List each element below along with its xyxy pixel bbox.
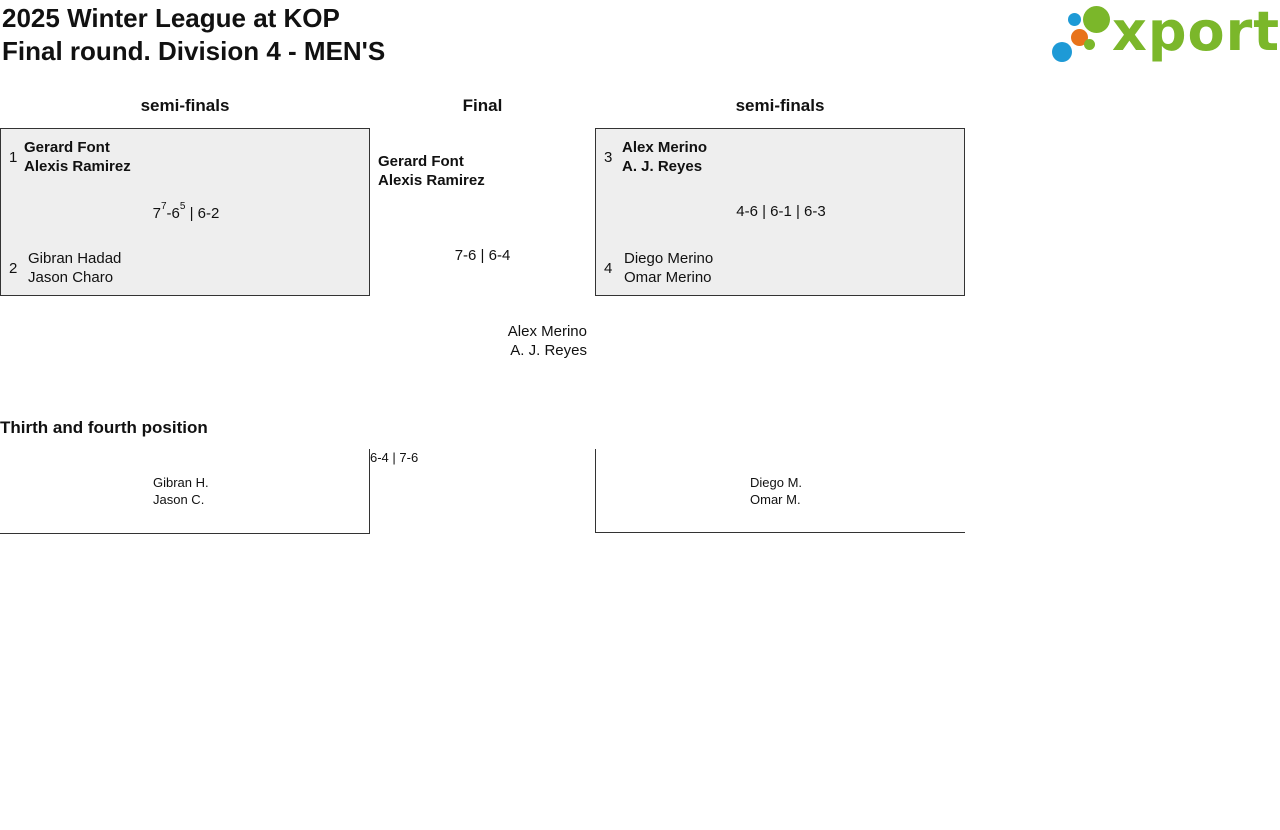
player-name: Alexis Ramirez xyxy=(24,158,131,175)
score-rest: | 6-2 xyxy=(185,205,220,222)
match-score: 4-6 | 6-1 | 6-3 xyxy=(736,203,826,220)
third-place-right-slot[interactable]: Diego M. Omar M. xyxy=(595,449,965,533)
third-place-team-left: Gibran H. Jason C. xyxy=(153,474,209,508)
logo-dot-blue xyxy=(1052,42,1072,62)
seed-number: 1 xyxy=(9,149,18,166)
third-place-left-slot[interactable]: Gibran H. Jason C. xyxy=(0,449,370,534)
team-1-players[interactable]: Gerard Font Alexis Ramirez xyxy=(24,138,131,176)
tiebreak-a: 7 xyxy=(160,201,167,212)
player-name: Omar Merino xyxy=(624,269,712,286)
score-set1-a: 7 xyxy=(152,205,161,222)
player-name: Diego M. xyxy=(750,475,803,490)
seed-number: 4 xyxy=(604,260,613,277)
xporty-logo[interactable]: xporty xyxy=(1052,0,1280,66)
final-team-1[interactable]: Gerard Font Alexis Ramirez xyxy=(378,152,485,190)
logo-dot-green xyxy=(1083,6,1110,33)
header-final: Final xyxy=(462,96,503,115)
seed-number: 3 xyxy=(604,149,613,166)
player-name: Jason Charo xyxy=(28,269,114,286)
header-semifinals-right: semi-finals xyxy=(735,96,825,115)
player-name: Omar M. xyxy=(750,492,801,507)
player-name: Jason C. xyxy=(153,492,205,507)
tiebreak-b: 5 xyxy=(179,201,186,212)
player-name: A. J. Reyes xyxy=(622,158,703,175)
player-name: Gerard Font xyxy=(378,153,464,170)
player-name: Gibran Hadad xyxy=(28,250,122,267)
player-name: Alex Merino xyxy=(622,139,708,156)
title-line-1: 2025 Winter League at KOP xyxy=(2,3,340,33)
third-place-team-right: Diego M. Omar M. xyxy=(750,474,802,508)
header-semifinals-left: semi-finals xyxy=(140,96,230,115)
player-name: Gerard Font xyxy=(24,139,110,156)
third-place-title: Thirth and fourth position xyxy=(0,418,208,437)
player-name: A. J. Reyes xyxy=(510,342,587,359)
team-2-players[interactable]: Diego Merino Omar Merino xyxy=(624,249,713,287)
logo-dot-green-small xyxy=(1084,39,1095,50)
third-place-score: 6-4 | 7-6 xyxy=(370,450,419,465)
semifinal-left-match[interactable]: 1 Gerard Font Alexis Ramirez 77-65 | 6-2… xyxy=(0,128,370,296)
page-title: 2025 Winter League at KOP Final round. D… xyxy=(2,2,385,68)
final-score: 7-6 | 6-4 xyxy=(454,247,511,264)
team-1-players[interactable]: Alex Merino A. J. Reyes xyxy=(622,138,707,176)
logo-dot-blue-small xyxy=(1068,13,1081,26)
player-name: Diego Merino xyxy=(624,250,714,267)
player-name: Alexis Ramirez xyxy=(378,172,485,189)
team-2-players[interactable]: Gibran Hadad Jason Charo xyxy=(28,249,121,287)
final-team-2[interactable]: Alex Merino A. J. Reyes xyxy=(370,322,587,360)
seed-number: 2 xyxy=(9,260,18,277)
match-score: 77-65 | 6-2 xyxy=(152,201,220,222)
score-set1-b: 6 xyxy=(171,205,180,222)
semifinal-right-match[interactable]: 3 Alex Merino A. J. Reyes 4-6 | 6-1 | 6-… xyxy=(595,128,965,296)
player-name: Alex Merino xyxy=(507,323,587,340)
player-name: Gibran H. xyxy=(153,475,209,490)
title-line-2: Final round. Division 4 - MEN'S xyxy=(2,36,386,66)
logo-text: xporty xyxy=(1112,0,1280,63)
logo-dot-orange xyxy=(1071,29,1088,46)
